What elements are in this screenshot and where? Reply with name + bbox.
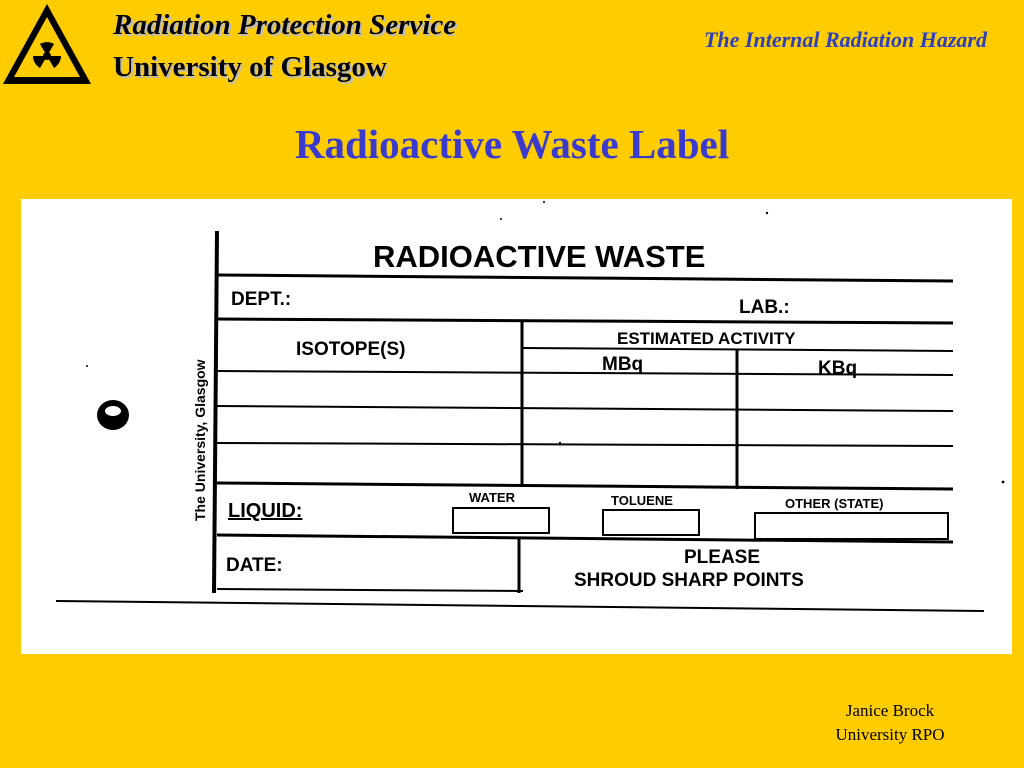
label-estimated-activity: ESTIMATED ACTIVITY <box>617 329 796 348</box>
label-lab: LAB.: <box>739 297 790 318</box>
radiation-hazard-icon <box>3 4 91 84</box>
label-other-state: OTHER (STATE) <box>785 496 883 511</box>
footer-name: Janice Brock <box>845 701 935 720</box>
waste-label-image: RADIOACTIVE WASTE DEPT.: LAB.: ISOTOPE(S… <box>21 199 1012 654</box>
label-please: PLEASE <box>684 547 760 568</box>
label-dept: DEPT.: <box>231 289 291 310</box>
university-name: University of Glasgow <box>113 51 387 83</box>
label-side-text: The University, Glasgow <box>192 359 208 521</box>
label-isotopes: ISOTOPE(S) <box>296 339 405 360</box>
footer-role: University RPO <box>835 725 945 744</box>
label-date: DATE: <box>226 555 283 576</box>
label-water: WATER <box>469 490 516 505</box>
label-liquid: LIQUID: <box>228 500 302 522</box>
slide-title: Radioactive Waste Label <box>294 121 730 167</box>
footer-credit: Janice Brock University RPO <box>820 699 960 747</box>
label-kbq: KBq <box>818 358 857 379</box>
label-mbq: MBq <box>602 354 643 375</box>
label-shroud-sharp-points: SHROUD SHARP POINTS <box>574 570 804 591</box>
service-name: Radiation Protection Service <box>113 9 457 41</box>
label-toluene: TOLUENE <box>611 493 673 508</box>
label-heading: RADIOACTIVE WASTE <box>373 239 705 274</box>
presentation-topic: The Internal Radiation Hazard <box>703 27 987 52</box>
